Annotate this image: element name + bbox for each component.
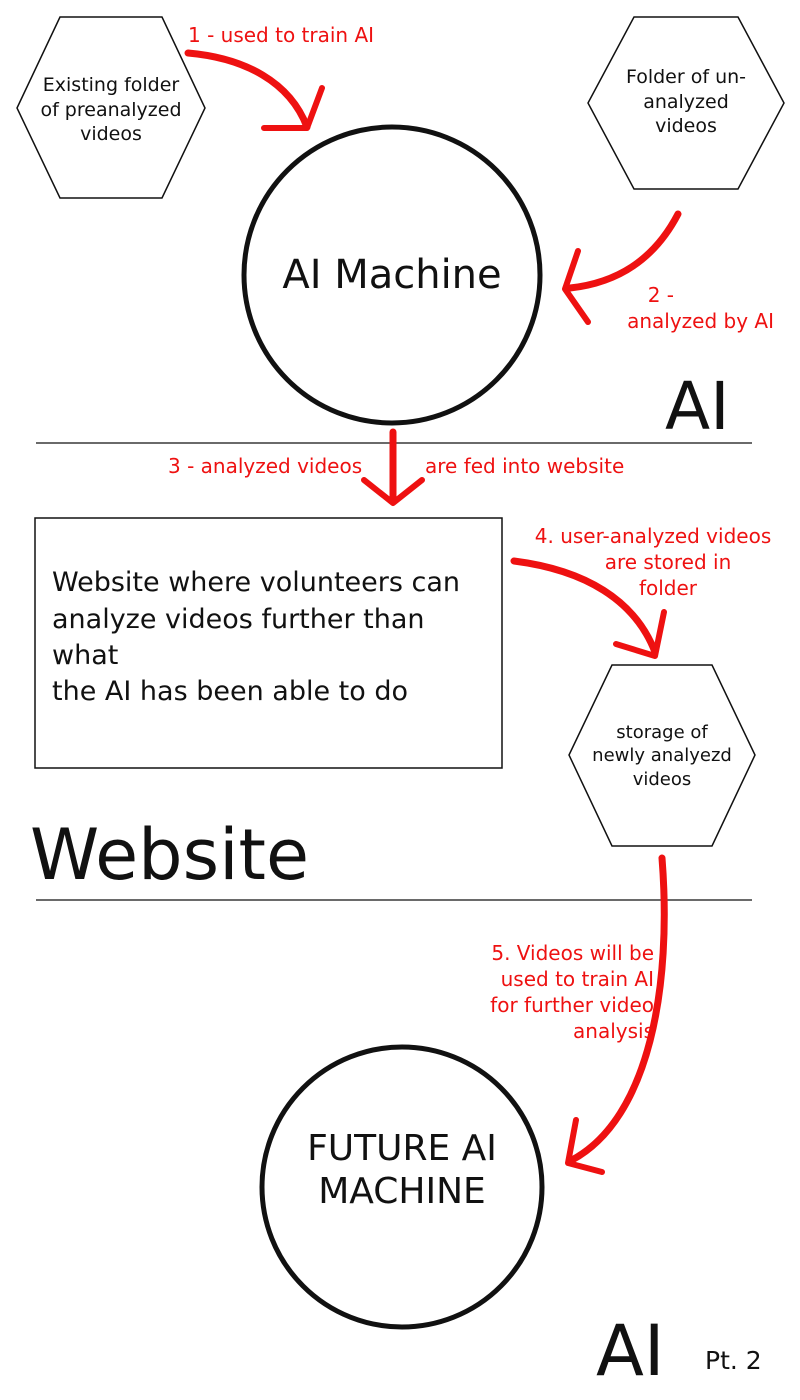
step2-line: analyzed by AI bbox=[627, 309, 774, 333]
step4-line: folder bbox=[638, 576, 698, 600]
ai-pt2-section-label: AI bbox=[596, 1316, 665, 1386]
ai-pt2-main-text: AI bbox=[596, 1310, 665, 1392]
website-box-line: the AI has been able to do bbox=[52, 676, 408, 708]
step1-arrow bbox=[184, 49, 311, 131]
storage-folder-line: videos bbox=[632, 768, 692, 790]
storage-folder-label: storage of newly analyezd videos bbox=[572, 716, 752, 796]
step2-line: 2 - bbox=[647, 283, 674, 307]
storage-folder-line: storage of bbox=[616, 721, 708, 743]
website-box-line: analyze videos further than what bbox=[52, 603, 425, 671]
unanalyzed-folder-label: Folder of un- analyzed videos bbox=[592, 62, 780, 142]
step3-right-text: are fed into website bbox=[425, 454, 625, 478]
step1-text: 1 - used to train AI bbox=[188, 23, 375, 47]
step1-label: 1 - used to train AI bbox=[188, 22, 374, 48]
step2-label: 2 - analyzed by AI bbox=[590, 282, 774, 334]
step4-line: are stored in bbox=[604, 550, 732, 574]
unanalyzed-folder-line: analyzed bbox=[643, 90, 729, 113]
unanalyzed-folder-line: Folder of un- bbox=[625, 65, 747, 88]
step4-label: 4. user-analyzed videos are stored in fo… bbox=[518, 523, 788, 601]
step5-arrow bbox=[568, 854, 668, 1164]
step3-left-text: 3 - analyzed videos bbox=[168, 454, 363, 478]
step4-arrowhead bbox=[613, 609, 667, 659]
storage-folder-line: newly analyezd bbox=[592, 745, 732, 767]
step5-line: 5. Videos will be bbox=[491, 941, 654, 965]
step1-arrowhead bbox=[261, 85, 325, 131]
step4-arrow bbox=[510, 557, 659, 656]
ai-machine-title: AI Machine bbox=[282, 252, 502, 298]
step2-arrowhead bbox=[562, 248, 591, 325]
step4-line: 4. user-analyzed videos bbox=[534, 524, 772, 548]
website-box-label: Website where volunteers can analyze vid… bbox=[52, 567, 492, 707]
existing-folder-line: of preanalyzed bbox=[40, 98, 182, 121]
future-ai-machine-circle bbox=[259, 1044, 545, 1330]
step3-left-label: 3 - analyzed videos bbox=[168, 453, 362, 479]
step3-arrowhead bbox=[361, 477, 425, 506]
step5-line: used to train AI bbox=[500, 967, 654, 991]
unanalyzed-folder-line: videos bbox=[655, 115, 717, 138]
ai-pt2-suffix-label: Pt. 2 bbox=[705, 1348, 762, 1373]
website-box-line: Website where volunteers can bbox=[52, 567, 461, 599]
future-ai-machine-line: FUTURE AI bbox=[307, 1127, 497, 1169]
future-ai-machine-label: FUTURE AI MACHINE bbox=[270, 1120, 534, 1220]
step5-line: for further video bbox=[490, 993, 654, 1017]
existing-folder-line: videos bbox=[80, 123, 142, 146]
ai-pt2-suffix-text: Pt. 2 bbox=[705, 1346, 762, 1375]
storage-folder-hexagon bbox=[568, 664, 756, 847]
website-section-label: Website bbox=[30, 820, 309, 890]
ai-section-label: AI bbox=[665, 374, 730, 440]
existing-folder-label: Existing folder of preanalyzed videos bbox=[22, 70, 200, 150]
step2-arrow bbox=[566, 210, 682, 292]
step5-line: analysis bbox=[573, 1019, 654, 1043]
step3-right-label: are fed into website bbox=[425, 453, 624, 479]
ai-section-text: AI bbox=[665, 368, 730, 445]
ai-machine-label: AI Machine bbox=[254, 240, 530, 310]
website-section-text: Website bbox=[30, 814, 310, 896]
website-box bbox=[34, 517, 503, 769]
future-ai-machine-line: MACHINE bbox=[318, 1171, 486, 1212]
existing-folder-hexagon bbox=[16, 16, 206, 199]
ai-machine-circle bbox=[241, 124, 543, 426]
existing-folder-line: Existing folder bbox=[42, 73, 180, 96]
unanalyzed-folder-hexagon bbox=[587, 16, 785, 190]
step5-arrowhead bbox=[565, 1117, 605, 1175]
step5-label: 5. Videos will be used to train AI for f… bbox=[460, 940, 654, 1044]
